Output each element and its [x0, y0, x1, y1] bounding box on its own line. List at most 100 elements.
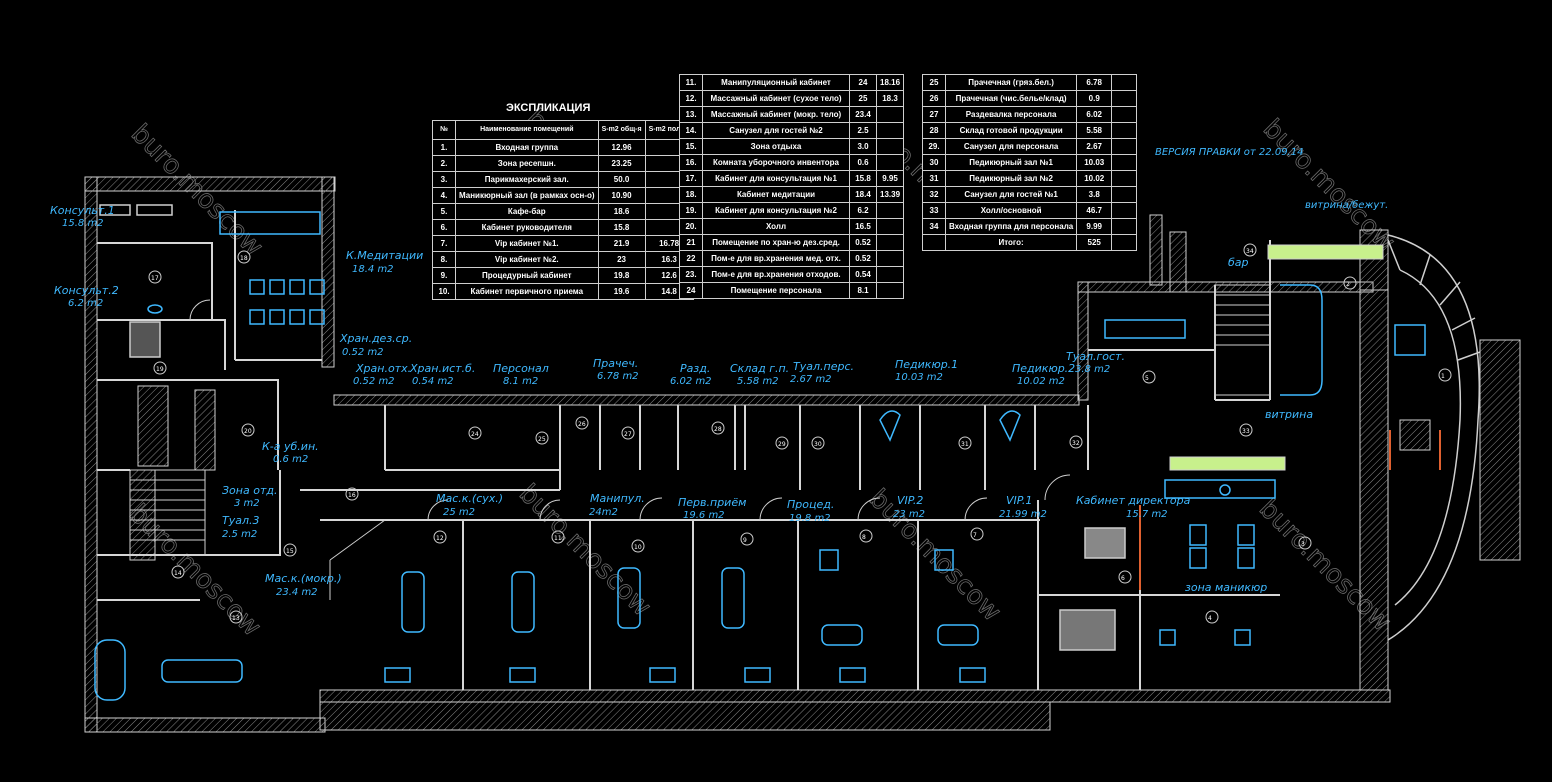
room-label-area: 10.02 m2	[1017, 376, 1065, 387]
room-number-marker: 5	[1142, 370, 1156, 384]
room-label-area: 25 m2	[443, 507, 475, 518]
svg-text:33: 33	[1242, 428, 1250, 435]
room-label-area: 24m2	[589, 507, 618, 518]
dimension-lines	[329, 519, 386, 600]
cell-name: Санузел для гостей №2	[702, 122, 850, 139]
cell-no: 28	[922, 122, 946, 139]
cell-no: 4.	[432, 187, 456, 204]
cell-s1: 10.02	[1076, 170, 1113, 187]
room-label-name: VIP.2	[897, 494, 923, 507]
room-label-name: Персонал	[493, 362, 549, 375]
table-row: 23.Пом-е для вр.хранения отходов.0.54	[679, 266, 905, 283]
cell-s1: 24	[849, 74, 877, 91]
cell-s2	[875, 250, 905, 267]
svg-text:20: 20	[244, 428, 252, 435]
cell-no: 9.	[432, 267, 456, 284]
cell-no: 8.	[432, 251, 456, 268]
cell-name: Комната уборочного инвентора	[702, 154, 850, 171]
table-row: 3.Парикмахерский зал.50.0	[432, 171, 694, 188]
staircase-right	[1214, 284, 1271, 396]
cell-no: 5.	[432, 203, 456, 220]
table-row: 4.Маникюрный зал (в рамках осн-о)10.90	[432, 187, 694, 204]
cell-s2: 18.3	[875, 90, 905, 107]
cell-name: Холл/основной	[944, 202, 1078, 219]
cell-name: Пом-е для вр.хранения отходов.	[702, 266, 850, 283]
cell-s1: 3.8	[1076, 186, 1113, 203]
cell-blank	[1111, 234, 1138, 251]
room-label-name: Манипул.	[590, 492, 645, 505]
cell-s1: 19.6	[597, 283, 646, 300]
room-label-name: Перв.приём	[678, 496, 746, 509]
cell-s2	[875, 266, 905, 283]
table-row: Итого:525	[922, 234, 1138, 251]
cell-name: Пом-е для вр.хранения мед. отх.	[702, 250, 850, 267]
cell-name: Vip кабинет №1.	[455, 235, 599, 252]
vitrines	[1169, 244, 1384, 471]
room-number-marker: 11	[551, 530, 565, 544]
svg-text:17: 17	[151, 275, 159, 282]
cell-name: Помещение персонала	[702, 282, 850, 299]
cell-name: Маникюрный зал (в рамках осн-о)	[455, 187, 599, 204]
svg-text:28: 28	[714, 426, 722, 433]
room-number-marker: 25	[535, 431, 549, 445]
table-row: 13.Массажный кабинет (мокр. тело)23.4	[679, 106, 905, 123]
room-label-name: Консульт.2	[54, 284, 119, 297]
cell-name: Холл	[702, 218, 850, 235]
cell-s1: 0.52	[849, 234, 877, 251]
room-label-name: Разд.	[680, 362, 710, 375]
furniture	[94, 204, 1426, 701]
explication-table-1: № Наименование помещений S-m2 общ-я S-m2…	[432, 120, 694, 300]
cell-name: Кабинет для консультация №2	[702, 202, 850, 219]
room-label-name: VIP.1	[1006, 494, 1032, 507]
version-note: ВЕРСИЯ ПРАВКИ от 22.09.14	[1155, 147, 1303, 158]
room-label-name: Консульт.1	[50, 204, 115, 217]
cell-no: 13.	[679, 106, 703, 123]
cell-blank	[1111, 90, 1138, 107]
svg-text:14: 14	[174, 570, 182, 577]
room-label-area: 18.4 m2	[352, 264, 394, 275]
room-label-area: 23 m2	[893, 509, 925, 520]
cell-s2: 9.95	[875, 170, 905, 187]
room-label-name: Туал.гост.	[1066, 350, 1125, 363]
cell-name: Кафе-бар	[455, 203, 599, 220]
room-label-name: Туал.перс.	[793, 360, 854, 373]
cell-no: 11.	[679, 74, 703, 91]
room-number-marker: 16	[345, 487, 359, 501]
room-number-marker: 18	[237, 250, 251, 264]
cell-name: Зона отдыха	[702, 138, 850, 155]
room-number-marker: 3	[1298, 536, 1312, 550]
svg-text:29: 29	[778, 441, 786, 448]
cell-s1: 9.99	[1076, 218, 1113, 235]
cell-s1: 23	[597, 251, 646, 268]
room-number-marker: 34	[1243, 243, 1257, 257]
room-label-area: 19.6 m2	[683, 510, 725, 521]
cell-name: Санузел для персонала	[944, 138, 1078, 155]
room-label-name: К.Медитации	[346, 249, 423, 262]
cell-no: 25	[922, 74, 946, 91]
cell-no	[922, 234, 946, 251]
svg-text:27: 27	[624, 431, 632, 438]
cell-name: Прачечная (гряз.бел.)	[944, 74, 1078, 91]
cell-no: 31	[922, 170, 946, 187]
svg-text:24: 24	[471, 431, 479, 438]
room-label-name: Хран.ист.б.	[409, 362, 475, 375]
room-label-area: 3.8 m2	[1075, 364, 1110, 375]
room-label-name: Прачеч.	[593, 357, 638, 370]
cell-s1: 0.52	[849, 250, 877, 267]
room-label-name: бар	[1228, 256, 1249, 269]
cell-blank	[1111, 202, 1138, 219]
room-number-marker: 26	[575, 416, 589, 430]
svg-text:18: 18	[240, 255, 248, 262]
